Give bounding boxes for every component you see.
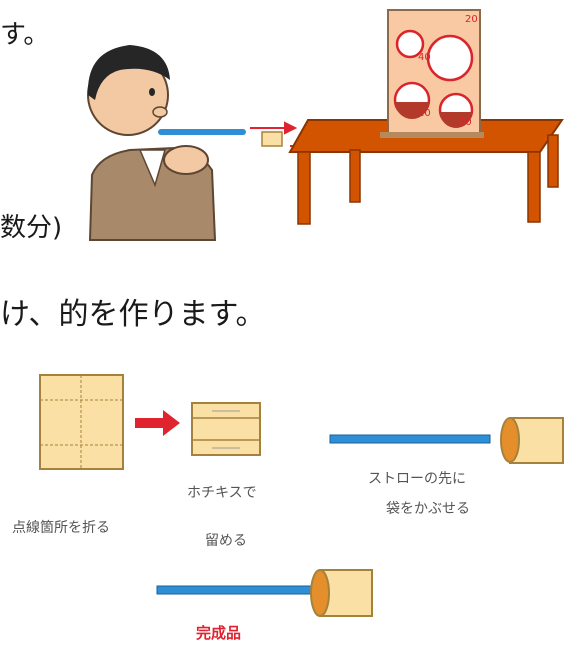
finished-product-caption: 完成品	[196, 624, 242, 642]
target-score-bottom-right: 30	[459, 117, 472, 128]
step3-caption-line1: ストローの先に	[368, 471, 466, 487]
step3-straw-bag-shape	[329, 417, 564, 464]
text-fragment-mid: 数分)	[0, 213, 63, 243]
step-arrow-icon	[135, 410, 180, 436]
step1-caption: 点線箇所を折る	[12, 520, 110, 536]
target-score-left-mid: 40	[418, 52, 431, 63]
person-figure	[87, 45, 217, 241]
paper-dart-shape	[261, 131, 283, 147]
straw-shape	[158, 129, 246, 135]
step2-bag-shape	[191, 402, 261, 456]
text-fragment-top: す。	[0, 20, 50, 50]
step2-caption-line2: 留める	[205, 533, 247, 549]
section-heading-fragment: け、的を作ります。	[0, 297, 266, 332]
target-score-top-right: 20	[465, 14, 478, 25]
steps-diagram	[39, 374, 564, 617]
step3-caption-line2: 袋をかぶせる	[386, 501, 470, 517]
target-score-bottom-left: 20	[418, 108, 431, 119]
step1-paper-shape	[39, 374, 124, 470]
target-board	[380, 9, 484, 138]
step2-caption-line1: ホチキスで	[187, 485, 257, 501]
finished-product-shape	[156, 569, 373, 617]
blow-dart-illustration	[87, 9, 564, 241]
